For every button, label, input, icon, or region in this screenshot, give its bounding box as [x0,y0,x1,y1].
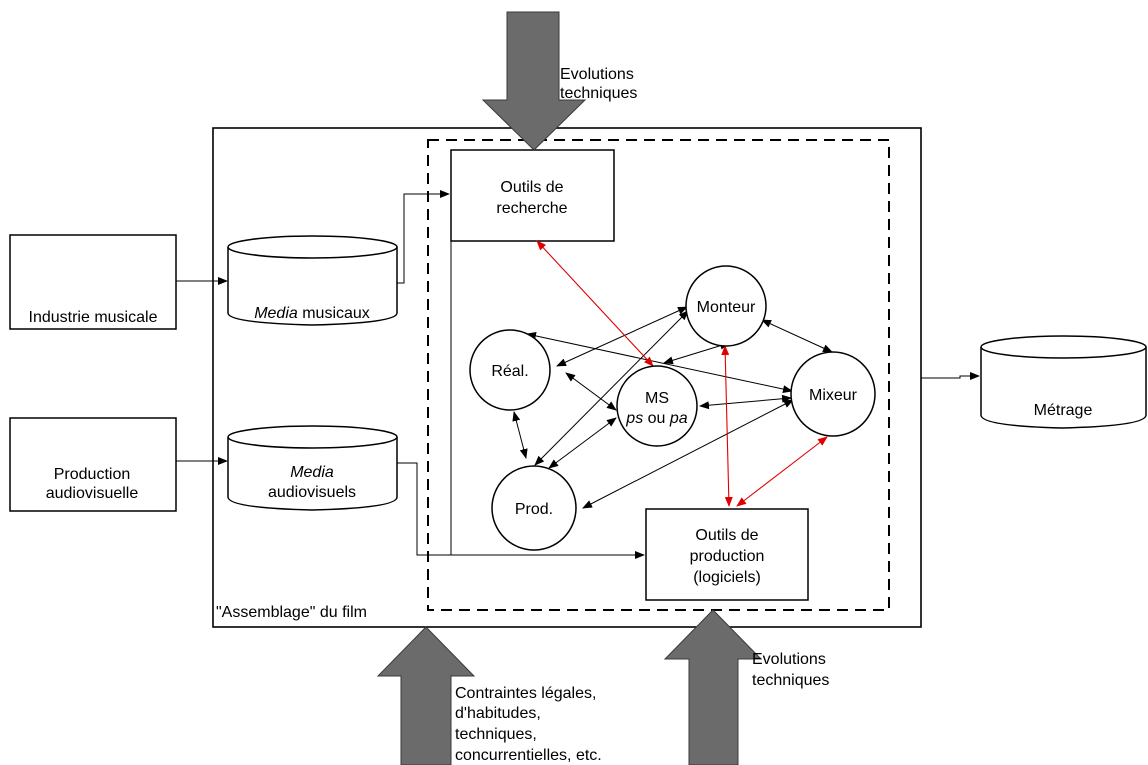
bottom-right-force-label-2: techniques [752,672,829,689]
assemblage-label: "Assemblage" du film [216,604,367,621]
outils-production-label-2: production [690,548,765,565]
bottom-right-force-label-1: Evolutions [752,651,826,668]
node-monteur [685,265,767,347]
node-ms-sub-label: ps ou pa [625,410,687,427]
constraints-label-4: concurrentielles, etc. [455,747,602,764]
production-audiovisuelle-box [9,417,177,512]
production-audiovisuelle-label-1: Production [54,466,131,483]
constraints-label-2: d'habitudes, [455,705,541,722]
arrow-up-icon [663,609,763,765]
production-audiovisuelle-label-2: audiovisuelle [46,485,139,502]
media-audiovisuels-database [227,425,398,511]
industrie-musicale-label: Industrie musicale [29,309,158,326]
media-musicaux-database [227,235,398,326]
metrage-label: Métrage [1034,402,1093,419]
media-audiovisuels-label-2: audiovisuels [268,484,356,501]
node-monteur-label: Monteur [697,299,756,316]
media-musicaux-label: Media musicaux [254,305,370,322]
node-mixeur-label: Mixeur [809,387,858,404]
metrage-database [980,335,1147,429]
node-prod [491,465,577,551]
node-ms [616,365,698,447]
arrow-down-icon [481,11,587,151]
media-audiovisuels-label-1: Media [290,464,334,481]
tool-relations [536,240,828,507]
node-real-label: Réal. [491,363,528,380]
outils-production-label-1: Outils de [695,527,758,544]
industrie-musicale-box [9,234,177,330]
node-prod-label: Prod. [515,501,553,518]
top-force-label-2: techniques [560,85,637,102]
outils-production-box [645,508,809,601]
constraints-label-3: techniques, [455,726,537,743]
outils-recherche-label-2: recherche [496,200,567,217]
node-real [469,329,551,411]
flow-connectors [176,190,980,559]
node-ms-label: MS [645,390,669,407]
node-mixeur [790,351,876,437]
top-force-label-1: Evolutions [560,66,634,83]
outils-production-label-3: (logiciels) [693,569,761,586]
production-region [427,139,890,611]
constraints-label-1: Contraintes légales, [455,685,596,702]
arrow-up-icon [376,626,476,765]
outils-recherche-box [450,149,615,242]
outils-recherche-label-1: Outils de [500,179,563,196]
